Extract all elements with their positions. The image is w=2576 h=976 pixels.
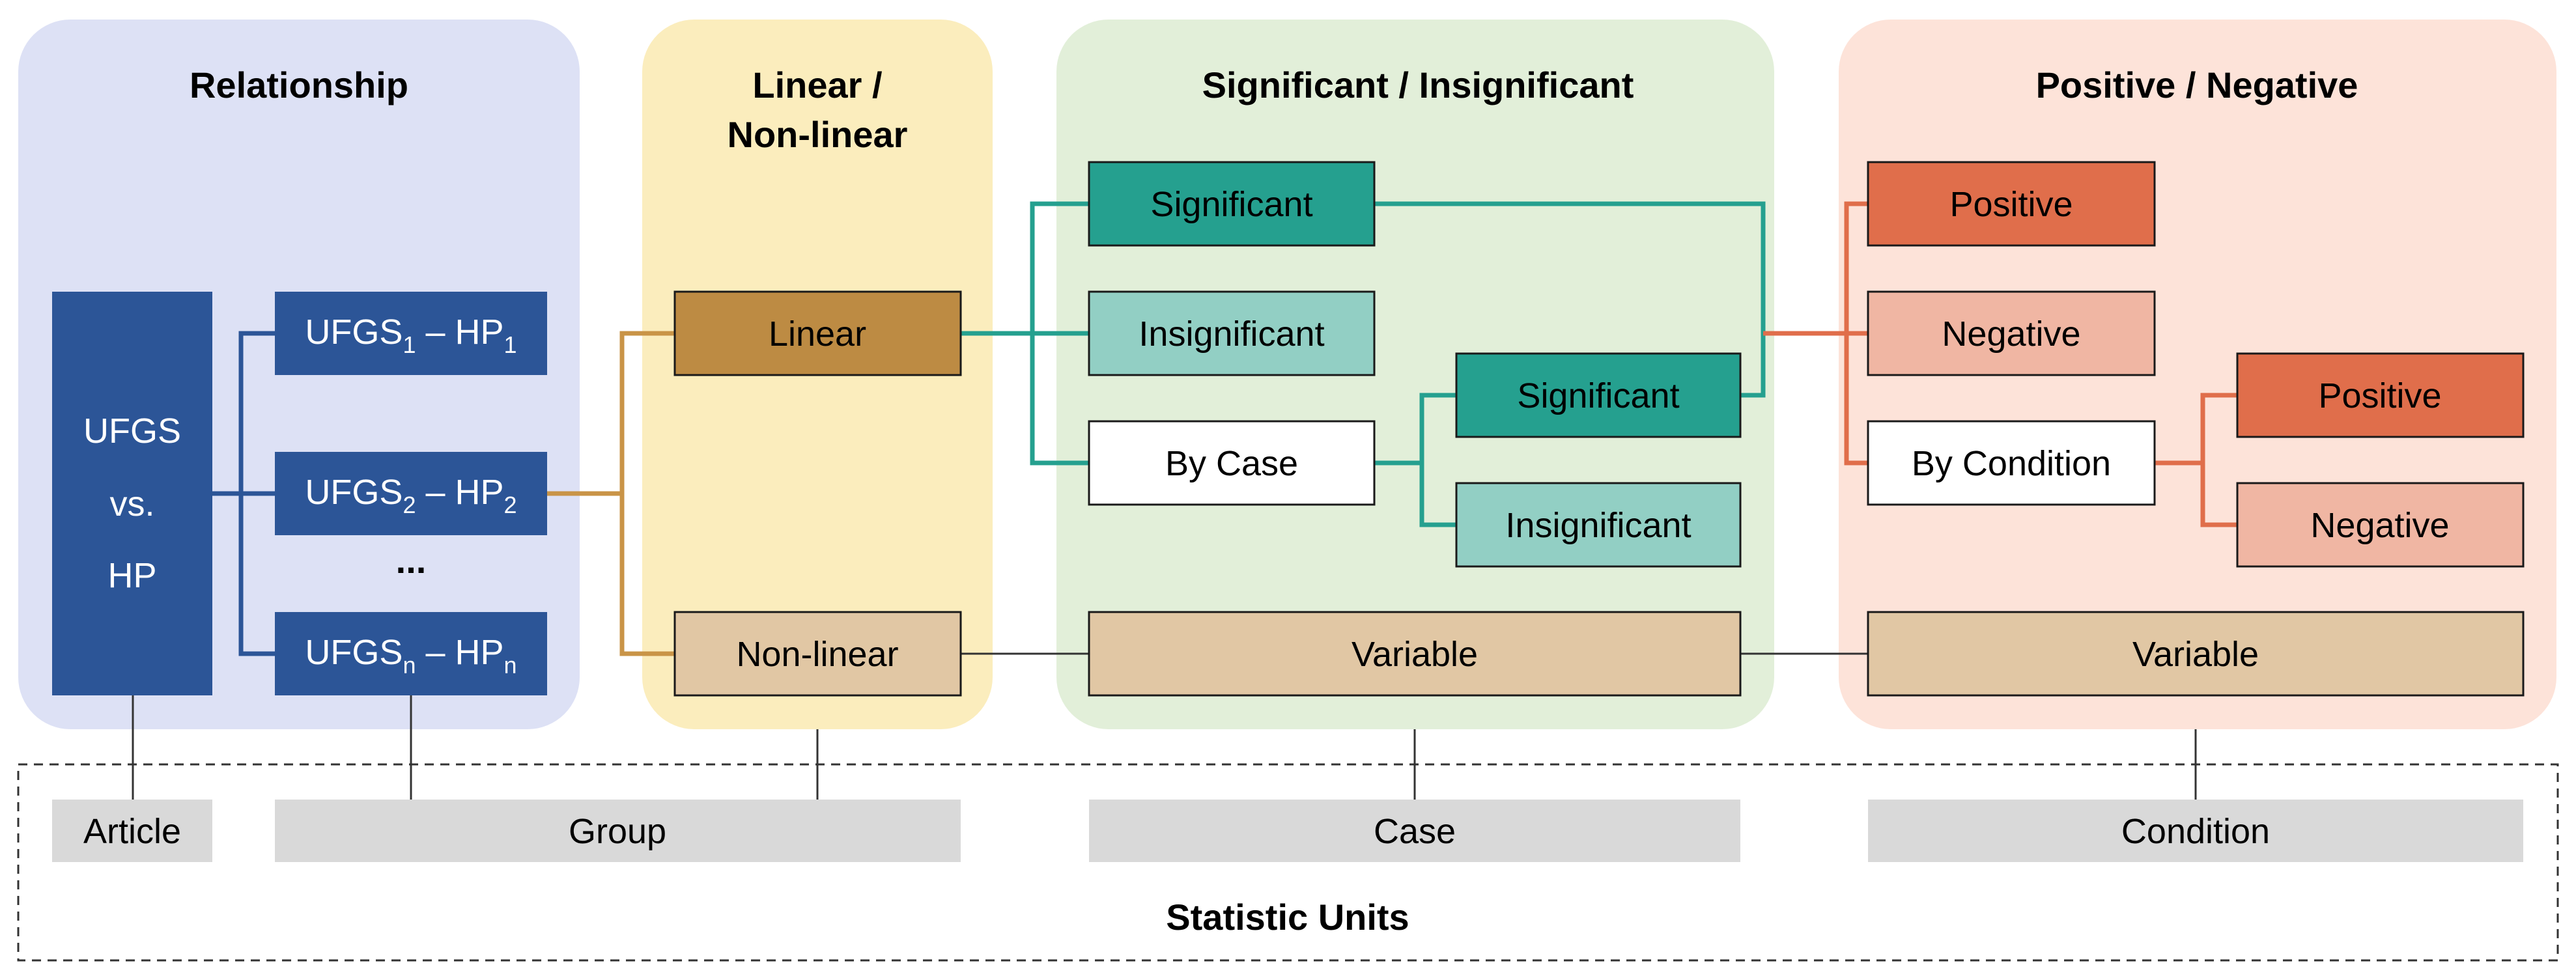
direction-variable-box	[1867, 611, 2525, 697]
unit-case-label: Case	[1374, 812, 1456, 851]
condition-positive-label: Positive	[2318, 376, 2441, 415]
pair-1-b-sub: 1	[504, 331, 517, 358]
statistic-units-title: Statistic Units	[1166, 897, 1409, 938]
pair-1-dash: –	[416, 313, 455, 352]
condition-positive-box	[2236, 352, 2525, 438]
svg-text:UFGS1 – HP1: UFGS1 – HP1	[305, 313, 517, 358]
ufgs-vs-hp-line3: HP	[107, 556, 156, 595]
by-case-label: By Case	[1165, 444, 1298, 483]
unit-condition-label: Condition	[2121, 812, 2270, 851]
insignificant-label: Insignificant	[1139, 314, 1324, 354]
by-condition-box	[1867, 420, 2156, 506]
connector-orange	[1763, 201, 2237, 527]
unit-group-box	[275, 800, 961, 862]
insignificant-box	[1088, 290, 1376, 376]
significance-variable-label: Variable	[1352, 635, 1478, 674]
significance-variable-box	[1088, 611, 1742, 697]
by-case-box	[1088, 420, 1376, 506]
statistic-units-frame	[17, 763, 2559, 962]
svg-text:UFGS2 – HP2: UFGS2 – HP2	[305, 473, 517, 518]
pairs-ellipsis: ...	[396, 540, 427, 581]
pair-box-2: UFGS2 – HP2	[275, 452, 547, 535]
pair-box-1: UFGS1 – HP1	[275, 292, 547, 375]
case-significant-label: Significant	[1517, 376, 1679, 415]
positive-label: Positive	[1949, 185, 2073, 224]
pair-1-a-sub: 1	[403, 331, 416, 358]
pair-2-dash: –	[416, 473, 455, 512]
pair-2-b-sub: 2	[504, 492, 517, 518]
pair-2-b: HP	[455, 473, 504, 512]
pair-box-n: UFGSn – HPn	[275, 612, 547, 695]
nonlinear-box	[673, 611, 962, 697]
unit-article-label: Article	[83, 812, 181, 851]
panel-title-positive: Positive / Negative	[2036, 64, 2358, 105]
pair-n-dash: –	[416, 633, 455, 672]
nonlinear-label: Non-linear	[736, 635, 898, 674]
connector-teal	[961, 201, 1766, 527]
negative-box	[1867, 290, 2156, 376]
case-significant-box	[1455, 352, 1742, 438]
linear-box	[673, 290, 962, 376]
pair-1-b: HP	[455, 313, 504, 352]
significant-box	[1088, 161, 1376, 247]
ufgs-vs-hp-box	[52, 292, 212, 695]
pair-2-a: UFGS	[305, 473, 403, 512]
unit-case-box	[1089, 800, 1740, 862]
panel-title-linear-2: Non-linear	[728, 114, 908, 155]
by-condition-label: By Condition	[1912, 444, 2111, 483]
connector-blue	[212, 331, 275, 656]
positive-box	[1867, 161, 2156, 247]
unit-group-label: Group	[569, 812, 666, 851]
connector-gold	[547, 331, 675, 656]
significant-label: Significant	[1150, 185, 1312, 224]
linear-label: Linear	[769, 314, 866, 354]
panel-title-linear-1: Linear /	[752, 64, 883, 105]
panel-title-relationship: Relationship	[190, 64, 408, 105]
pair-n-b-sub: n	[504, 652, 517, 678]
pair-n-a: UFGS	[305, 633, 403, 672]
ufgs-vs-hp-line2: vs.	[109, 484, 154, 523]
direction-variable-label: Variable	[2132, 635, 2259, 674]
negative-label: Negative	[1942, 314, 2080, 354]
panel-title-significant: Significant / Insignificant	[1202, 64, 1634, 105]
condition-negative-box	[2236, 482, 2525, 568]
unit-article-box	[52, 800, 212, 862]
pair-n-a-sub: n	[403, 652, 416, 678]
ufgs-vs-hp-line1: UFGS	[83, 411, 181, 451]
case-insignificant-box	[1455, 482, 1742, 568]
unit-condition-box	[1868, 800, 2523, 862]
pair-n-b: HP	[455, 633, 504, 672]
pair-1-a: UFGS	[305, 313, 403, 352]
condition-negative-label: Negative	[2310, 506, 2449, 545]
case-insignificant-label: Insignificant	[1505, 506, 1691, 545]
pair-2-a-sub: 2	[403, 492, 416, 518]
svg-text:UFGSn – HPn: UFGSn – HPn	[305, 633, 517, 678]
